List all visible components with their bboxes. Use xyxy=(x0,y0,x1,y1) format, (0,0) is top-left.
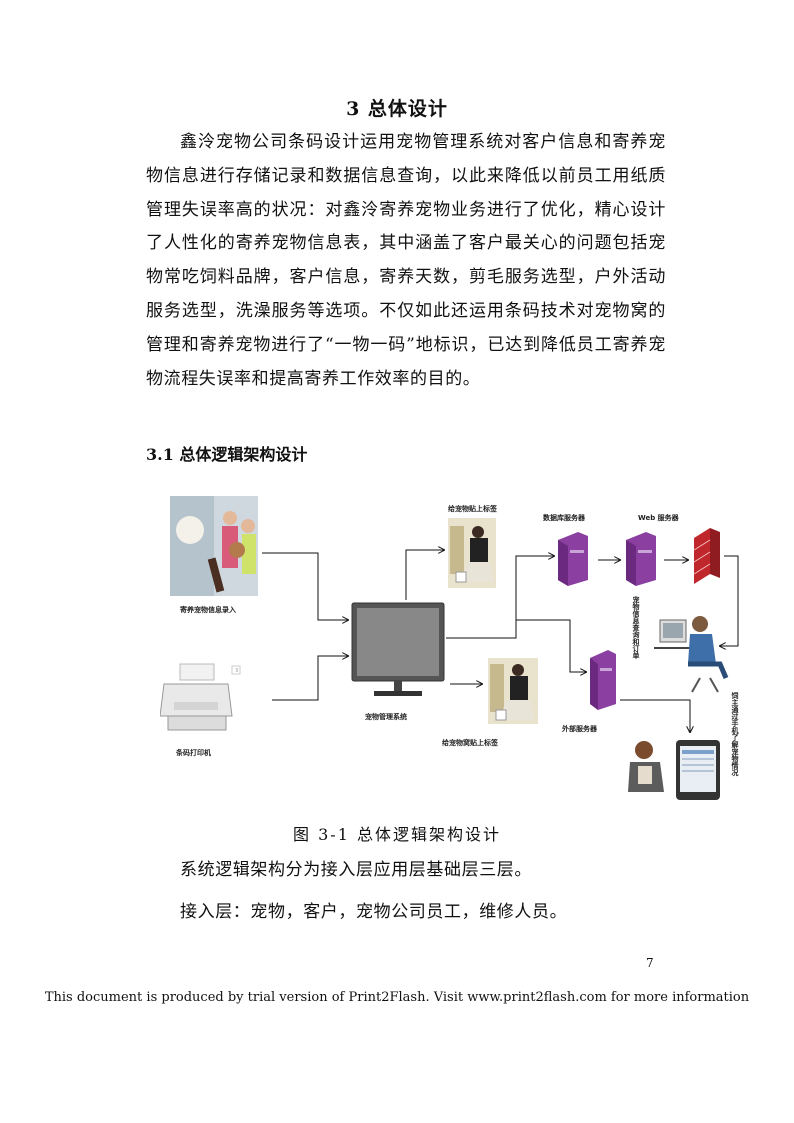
access-layer-paragraph: 接入层：宠物，客户，宠物公司员工，维修人员。 xyxy=(180,902,568,922)
web-server-icon xyxy=(626,532,656,586)
architecture-figure: 寄养宠物信息录入 条码打印机 宠物管理系统 给宠物贴上标 xyxy=(159,488,745,808)
firewall-icon xyxy=(693,528,720,584)
intro-paragraph: 鑫泠宠物公司条码设计运用宠物管理系统对客户信息和寄养宠物信息进行存储记录和数据信… xyxy=(146,132,666,389)
page-number: 7 xyxy=(646,956,654,970)
label-pet-info-entry: 寄养宠物信息录入 xyxy=(180,605,236,614)
operator-icon xyxy=(654,616,729,693)
label-management-system: 宠物管理系统 xyxy=(365,712,407,721)
architecture-diagram: 寄养宠物信息录入 条码打印机 宠物管理系统 给宠物贴上标 xyxy=(159,496,739,800)
tag-kennel-photo xyxy=(488,658,538,724)
pet-photo xyxy=(170,496,258,596)
printer-icon xyxy=(159,663,241,731)
tag-pet-photo xyxy=(448,518,496,588)
phone-user-icon xyxy=(628,740,720,800)
label-phone-check: 饲主通过手机了解宠物情况 xyxy=(731,692,739,776)
db-server-icon xyxy=(558,532,588,586)
architecture-paragraph: 系统逻辑架构分为接入层应用层基础层三层。 xyxy=(180,860,532,880)
section-heading: 3.1 总体逻辑架构设计 xyxy=(146,445,308,464)
label-web-server: Web 服务器 xyxy=(638,513,680,522)
label-query-order: 宠物信息查询和订单 xyxy=(632,596,640,659)
label-tag-pet: 给宠物贴上标签 xyxy=(448,504,498,513)
label-external-server: 外部服务器 xyxy=(562,724,598,733)
monitor-icon xyxy=(351,602,445,696)
trial-footer: This document is produced by trial versi… xyxy=(44,990,750,1005)
chapter-heading: 3 总体设计 xyxy=(346,98,448,120)
external-server-icon xyxy=(590,650,616,710)
flow-arrows xyxy=(262,550,739,732)
label-db-server: 数据库服务器 xyxy=(543,513,586,522)
label-barcode-printer: 条码打印机 xyxy=(175,748,211,757)
label-tag-kennel: 给宠物窝贴上标签 xyxy=(442,738,499,747)
figure-caption: 图 3-1 总体逻辑架构设计 xyxy=(293,825,501,844)
